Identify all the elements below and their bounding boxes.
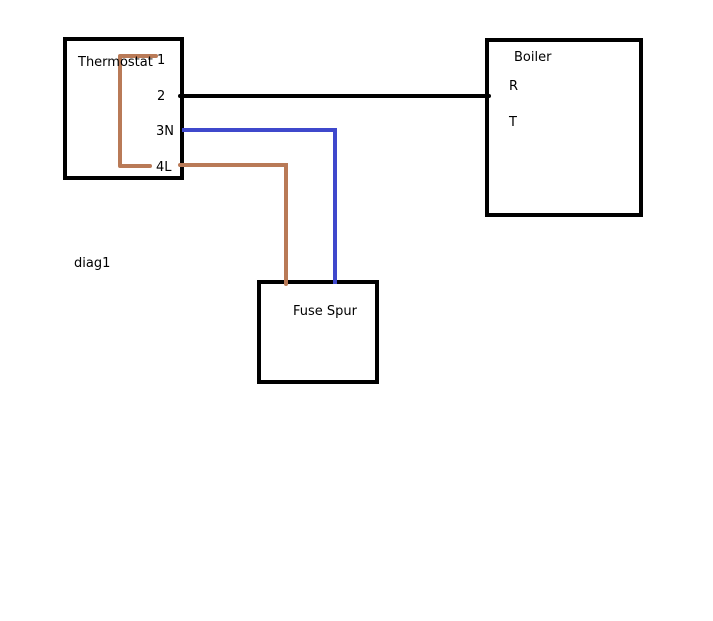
boiler-terminal-r: R — [509, 79, 518, 94]
thermostat-terminal-4l: 4L — [156, 160, 172, 175]
fuse-spur-box — [257, 280, 379, 384]
diagram-caption: diag1 — [74, 256, 110, 271]
thermostat-label: Thermostat — [77, 55, 153, 70]
link-1-to-4l — [118, 54, 158, 168]
fuse-spur-label: Fuse Spur — [293, 304, 358, 319]
wire-3n-to-fuse-spur — [182, 128, 337, 284]
thermostat-terminal-3n: 3N — [156, 124, 174, 139]
boiler-terminal-t: T — [508, 115, 517, 130]
thermostat-box — [63, 37, 184, 180]
thermostat-terminal-1: 1 — [157, 53, 165, 68]
boiler-box — [485, 38, 643, 217]
thermostat-terminal-2: 2 — [157, 89, 165, 104]
boiler-label: Boiler — [514, 50, 552, 65]
wire-4l-to-fuse-spur — [178, 163, 288, 286]
